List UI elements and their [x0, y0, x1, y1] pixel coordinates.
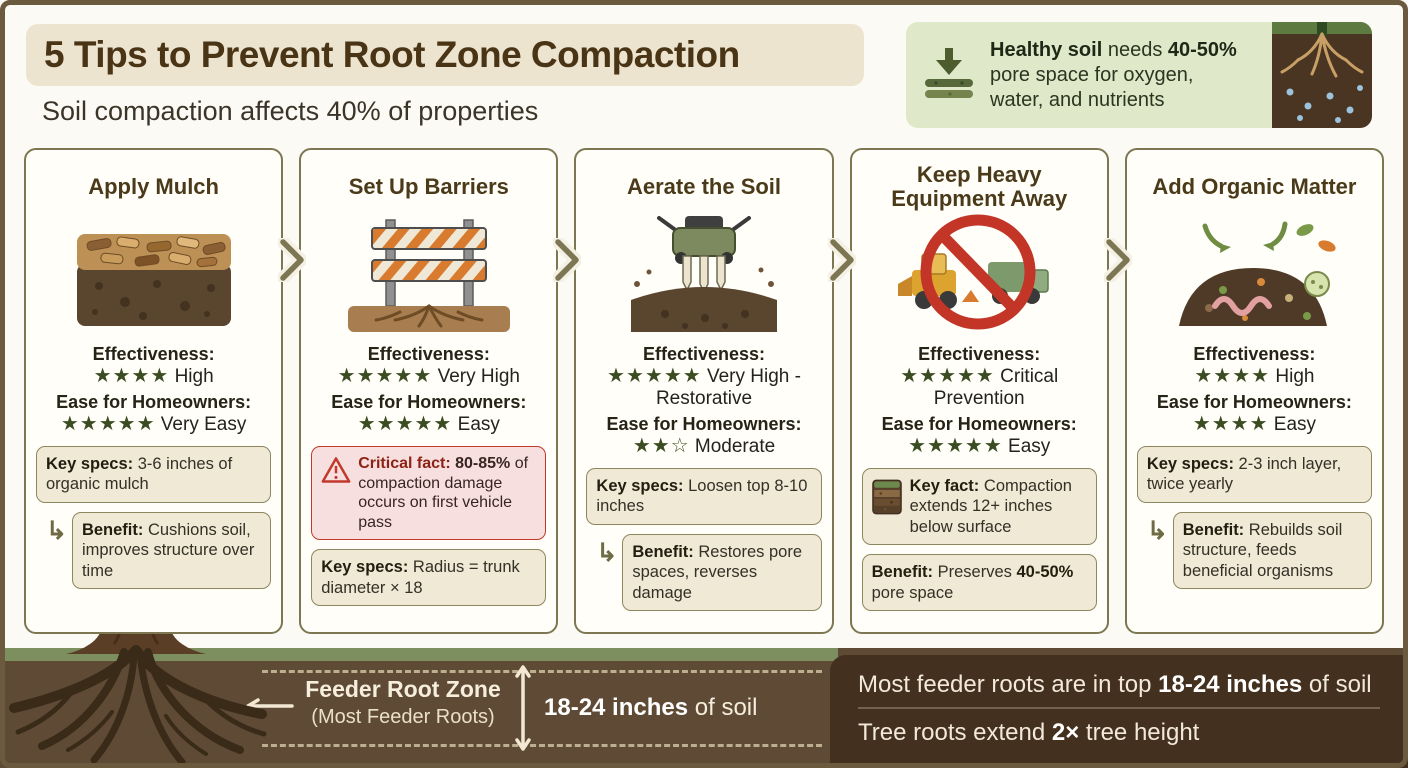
chevron-right-icon [553, 238, 581, 282]
benefit-row: ↳ Benefit: Restores pore spaces, reverse… [586, 533, 822, 612]
star-rating-icon: ★★☆ [632, 434, 690, 457]
key-specs-box: Key specs: 3-6 inches of organic mulch [36, 446, 272, 503]
card-title: Keep Heavy Equipment Away [891, 161, 1068, 211]
depth-double-arrow-icon [515, 665, 531, 751]
card-title: Set Up Barriers [348, 173, 509, 199]
effectiveness-label: Effectiveness: [918, 344, 1041, 364]
ease-label: Ease for Homeowners: [606, 413, 802, 434]
card-aerate-the-soil: Aerate the Soil Effectiveness: ★★★★★ Ver… [574, 148, 834, 634]
arrow-left-icon [246, 698, 294, 714]
ease-rating: ★★★★★ Easy [908, 434, 1051, 457]
benefit-box: Benefit: Cushions soil, improves structu… [71, 511, 272, 590]
ease-rating: ★★★★★ Easy [357, 413, 500, 435]
water-infiltration-icon [925, 48, 973, 98]
feeder-root-zone-label: Feeder Root Zone (Most Feeder Roots) [305, 676, 501, 728]
card-title: Add Organic Matter [1152, 173, 1357, 199]
branch-arrow-icon: ↳ [596, 538, 618, 567]
card-title: Aerate the Soil [626, 173, 782, 199]
feeder-zone-bottom-line [262, 744, 822, 747]
title-band: 5 Tips to Prevent Root Zone Compaction [26, 24, 864, 86]
grass-strip [0, 648, 838, 661]
no-heavy-equipment-illustration [898, 214, 1049, 330]
feeder-zone-top-line [262, 670, 822, 673]
effectiveness-label: Effectiveness: [642, 344, 766, 364]
key-specs-box: Key specs: Loosen top 8-10 inches [586, 467, 822, 525]
barrier-illustration [347, 219, 510, 332]
divider [858, 707, 1380, 710]
star-rating-icon: ★★★★★ [357, 413, 453, 435]
star-rating-icon: ★★★★★ [607, 365, 702, 387]
healthy-soil-callout: Healthy soil needs 40-50% pore space for… [906, 22, 1372, 128]
footer-soil-band: Feeder Root Zone (Most Feeder Roots) 18-… [0, 648, 1408, 768]
card-add-organic-matter: Add Organic Matter Effectiveness: ★★★★ H… [1124, 148, 1385, 634]
effectiveness-label: Effectiveness: [1193, 344, 1316, 364]
tips-card-row: Apply Mulch Effectiveness: ★★★★ [24, 148, 1385, 634]
star-rating-icon: ★★★★★ [337, 365, 433, 387]
star-rating-icon: ★★★★ [93, 365, 170, 387]
key-specs-box: Key specs: Radius = trunk diameter × 18 [311, 549, 547, 606]
aerator-illustration [631, 216, 777, 332]
ease-rating: ★★★★★ Very Easy [60, 413, 247, 435]
benefit-row: ↳ Benefit: Cushions soil, improves struc… [36, 511, 272, 590]
ease-label: Ease for Homeowners: [56, 392, 252, 412]
effectiveness-label: Effectiveness: [367, 344, 490, 364]
card-set-up-barriers: Set Up Barriers Effectiveness: ★★★★★ Ver… [299, 148, 559, 634]
effectiveness-rating: ★★★★★ Very High [337, 365, 520, 387]
benefit-box: Benefit: Preserves 40-50% pore space [861, 554, 1097, 612]
mulch-illustration [76, 234, 231, 326]
star-rating-icon: ★★★★★ [900, 365, 995, 387]
card-title: Apply Mulch [88, 173, 219, 199]
footer-facts-panel: Most feeder roots are in top 18-24 inche… [830, 655, 1408, 768]
soil-roots-water-image [1272, 22, 1372, 128]
soil-layers-icon [871, 479, 902, 515]
effectiveness-rating: ★★★★ High [93, 365, 214, 387]
effectiveness-rating: ★★★★★ Very High - Restorative [607, 365, 801, 409]
star-rating-icon: ★★★★★ [60, 413, 156, 435]
effectiveness-rating: ★★★★ High [1194, 365, 1315, 387]
card-apply-mulch: Apply Mulch Effectiveness: ★★★★ [24, 148, 284, 634]
compost-illustration [1179, 221, 1337, 326]
benefit-box: Benefit: Restores pore spaces, reverses … [622, 533, 822, 612]
benefit-box: Benefit: Rebuilds soil structure, feeds … [1172, 511, 1373, 590]
key-fact-box: Key fact: Compaction extends 12+ inches … [861, 467, 1097, 546]
ease-label: Ease for Homeowners: [1156, 392, 1352, 412]
effectiveness-label: Effectiveness: [92, 344, 215, 364]
critical-fact-box: Critical fact: 80-85% of compaction dama… [311, 446, 547, 541]
chevron-right-icon [278, 238, 306, 282]
benefit-row: ↳ Benefit: Rebuilds soil structure, feed… [1137, 511, 1373, 590]
branch-arrow-icon: ↳ [46, 516, 67, 545]
soil-depth-label: 18-24 inches of soil [544, 694, 758, 721]
card-keep-heavy-equipment-away: Keep Heavy Equipment Away Effectiveness:… [849, 148, 1109, 634]
branch-arrow-icon: ↳ [1146, 516, 1168, 545]
ease-rating: ★★☆ Moderate [632, 434, 776, 457]
chevron-right-icon [828, 238, 856, 282]
page-title: 5 Tips to Prevent Root Zone Compaction [44, 34, 740, 75]
ease-label: Ease for Homeowners: [881, 413, 1077, 434]
star-rating-icon: ★★★★ [1192, 413, 1269, 435]
page-subtitle: Soil compaction affects 40% of propertie… [42, 96, 539, 126]
healthy-soil-text: Healthy soil needs 40-50% pore space for… [990, 38, 1237, 111]
effectiveness-rating: ★★★★★ Critical Prevention [900, 365, 1059, 409]
ease-label: Ease for Homeowners: [331, 392, 527, 412]
warning-icon [321, 457, 351, 483]
chevron-right-icon [1104, 238, 1132, 282]
ease-rating: ★★★★ Easy [1192, 413, 1317, 435]
key-specs-box: Key specs: 2-3 inch layer, twice yearly [1136, 446, 1373, 503]
footer-fact-1: Most feeder roots are in top 18-24 inche… [858, 671, 1372, 698]
star-rating-icon: ★★★★★ [908, 434, 1003, 457]
footer-fact-2: Tree roots extend 2× tree height [858, 719, 1200, 747]
star-rating-icon: ★★★★ [1194, 365, 1271, 387]
